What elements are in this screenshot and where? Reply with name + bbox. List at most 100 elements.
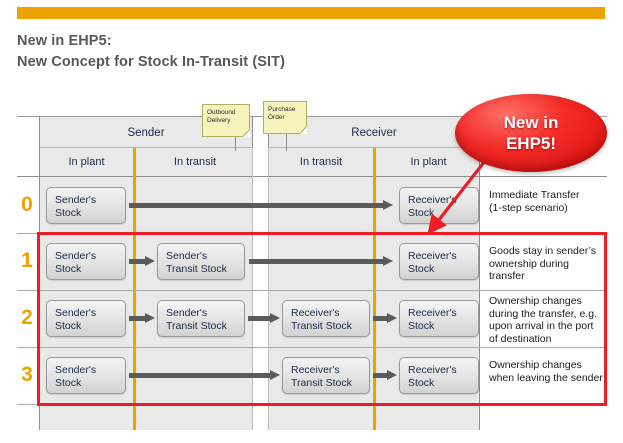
stock-box-line-1: Receiver's — [408, 307, 457, 319]
stock-box-line-2: Transit Stock — [291, 319, 352, 332]
flow-arrow — [129, 256, 155, 266]
flow-arrow — [248, 313, 280, 323]
column-header-receiver-in-transit: In transit — [299, 156, 343, 168]
arrow-head — [387, 313, 397, 323]
arrow-head — [145, 256, 155, 266]
sender-header-divider — [39, 147, 253, 148]
callout-line-1: New in — [503, 113, 559, 132]
stock-box-line-2: Stock — [408, 262, 435, 275]
note-line-2: Delivery — [207, 117, 231, 124]
scenario-description-2: Ownership changes during the transfer, e… — [489, 295, 607, 345]
scenario-description-3: Ownership changes when leaving the sende… — [489, 359, 607, 384]
stock-box-line-2: Stock — [55, 376, 82, 389]
receiver-header-divider — [268, 147, 480, 148]
callout-line-2: EHP5! — [505, 134, 557, 153]
row-separator — [17, 404, 607, 405]
row-index-3: 3 — [21, 363, 33, 386]
top-accent-bar — [17, 7, 605, 19]
scenario-description-0: Immediate Transfer (1-step scenario) — [489, 189, 607, 214]
column-header-sender-in-plant: In plant — [68, 156, 105, 168]
description-line: ownership during transfer — [489, 257, 569, 283]
arrow-shaft — [129, 373, 271, 378]
arrow-head — [270, 313, 280, 323]
arrow-shaft — [373, 373, 388, 378]
row-index-1: 1 — [21, 249, 33, 272]
new-in-ehp5-callout: New in EHP5! — [455, 94, 607, 172]
scenario-row-3: 3 Sender's Stock Receiver's Transit Stoc… — [17, 347, 607, 403]
stock-box-sender-transit: Sender's Transit Stock — [157, 300, 245, 337]
title-line-1: New in EHP5: — [17, 33, 112, 49]
stock-box-receiver-plant: Receiver's Stock — [399, 187, 479, 224]
flow-arrow — [373, 313, 397, 323]
stock-box-sender-plant: Sender's Stock — [46, 300, 126, 337]
arrow-shaft — [129, 203, 384, 208]
note-line-2: Order — [268, 114, 285, 121]
note-line-1: Outbound — [207, 109, 236, 116]
stock-box-line-2: Transit Stock — [166, 262, 227, 275]
stock-box-line-2: Stock — [55, 262, 82, 275]
arrow-head — [383, 200, 393, 210]
ownership-boundary-sender — [133, 148, 136, 430]
description-line: Ownership changes — [489, 359, 582, 371]
arrow-shaft — [249, 259, 384, 264]
stock-box-sender-plant: Sender's Stock — [46, 187, 126, 224]
stock-box-line-1: Receiver's — [291, 364, 340, 376]
arrow-head — [145, 313, 155, 323]
stock-box-line-2: Stock — [408, 319, 435, 332]
arrow-head — [270, 370, 280, 380]
note-line-1: Purchase — [268, 106, 296, 113]
page-title: New in EHP5: New Concept for Stock In-Tr… — [17, 31, 537, 73]
row-separator — [17, 290, 607, 291]
stock-box-receiver-plant: Receiver's Stock — [399, 357, 479, 394]
description-line: (1-step scenario) — [489, 201, 568, 214]
stock-box-line-1: Sender's — [166, 250, 208, 262]
column-header-sender-in-transit: In transit — [173, 156, 217, 168]
description-line: of destination — [489, 332, 552, 345]
ownership-boundary-receiver — [373, 148, 376, 430]
stock-box-line-2: Stock — [55, 319, 82, 332]
stock-box-receiver-plant: Receiver's Stock — [399, 300, 479, 337]
stock-box-line-1: Sender's — [55, 307, 97, 319]
receiver-band-left-edge — [268, 148, 269, 430]
stock-box-sender-plant: Sender's Stock — [46, 243, 126, 280]
flow-arrow — [129, 370, 280, 380]
stock-box-line-1: Sender's — [55, 194, 97, 206]
flow-arrow — [373, 370, 397, 380]
stock-box-line-2: Stock — [55, 206, 82, 219]
arrow-shaft — [373, 316, 388, 321]
description-line: during the transfer, e.g. — [489, 307, 597, 320]
stock-box-line-1: Receiver's — [408, 364, 457, 376]
row-index-0: 0 — [21, 193, 33, 216]
column-header-divider — [17, 176, 607, 177]
scenario-description-1: Goods stay in sender’s ownership during … — [489, 245, 607, 283]
sticky-note-purchase-order: Purchase Order — [263, 101, 307, 135]
description-line: when leaving the sender — [489, 371, 603, 384]
scenario-row-1: 1 Sender's Stock Sender's Transit Stock … — [17, 233, 607, 289]
stock-box-line-1: Receiver's — [408, 194, 457, 206]
stock-box-line-2: Stock — [408, 376, 435, 389]
stock-box-line-1: Receiver's — [291, 307, 340, 319]
flow-arrow — [249, 256, 393, 266]
stock-box-line-1: Sender's — [55, 250, 97, 262]
row-index-2: 2 — [21, 306, 33, 329]
arrow-head — [387, 370, 397, 380]
party-header-receiver: Receiver — [351, 127, 397, 139]
stock-box-sender-plant: Sender's Stock — [46, 357, 126, 394]
description-line: Ownership changes — [489, 295, 582, 307]
stock-box-line-1: Sender's — [55, 364, 97, 376]
description-line: Goods stay in sender’s — [489, 245, 597, 257]
stock-box-line-1: Receiver's — [408, 250, 457, 262]
stock-box-receiver-transit: Receiver's Transit Stock — [282, 300, 370, 337]
stock-box-receiver-transit: Receiver's Transit Stock — [282, 357, 370, 394]
flow-arrow — [129, 200, 393, 210]
arrow-shaft — [129, 316, 146, 321]
arrow-head — [383, 256, 393, 266]
sticky-note-outbound-delivery: Outbound Delivery — [202, 104, 250, 138]
note-leader-line — [235, 137, 236, 151]
stock-box-line-2: Transit Stock — [166, 319, 227, 332]
stock-box-receiver-plant: Receiver's Stock — [399, 243, 479, 280]
title-divider — [17, 116, 607, 117]
flow-arrow — [129, 313, 155, 323]
sender-band-right-edge — [252, 148, 253, 430]
row-separator — [17, 347, 607, 348]
